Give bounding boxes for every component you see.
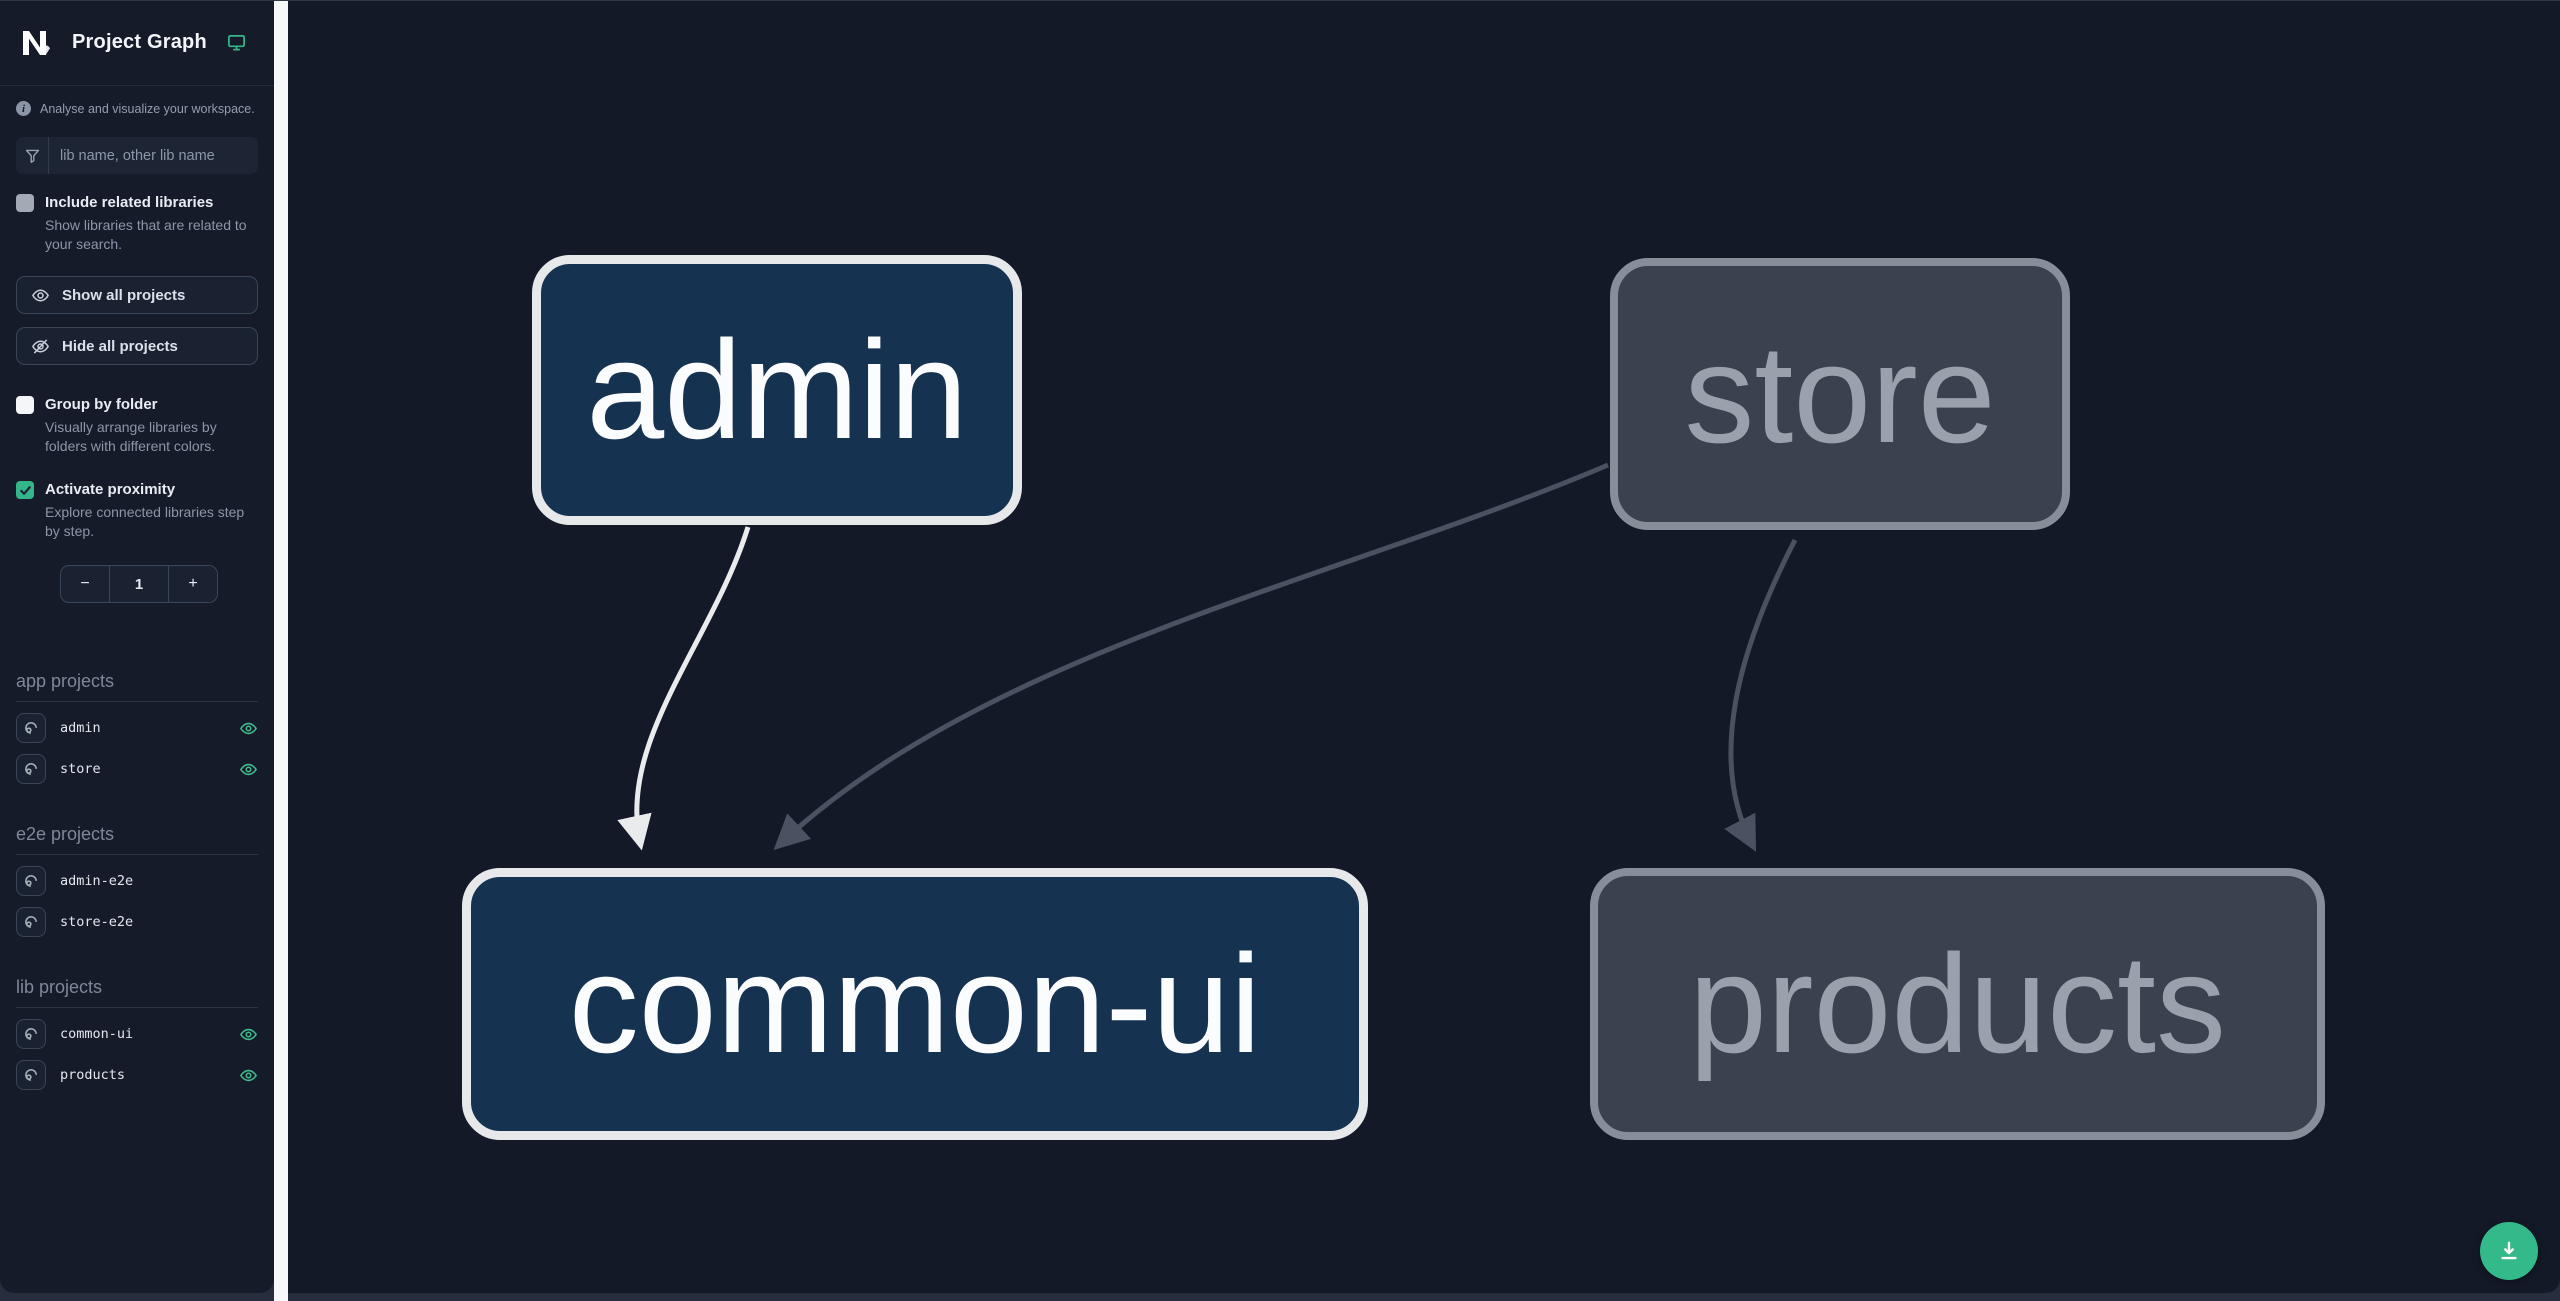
focus-project-button[interactable] xyxy=(16,866,46,896)
project-row-admin: admin xyxy=(16,713,258,743)
project-name: admin-e2e xyxy=(60,873,134,889)
graph-node-store[interactable]: store xyxy=(1610,258,2070,530)
visibility-eye-icon[interactable] xyxy=(239,719,258,738)
sidebar-canvas-divider[interactable] xyxy=(274,0,288,1301)
show-all-projects-button[interactable]: Show all projects xyxy=(16,276,258,314)
project-row-products: products xyxy=(16,1060,258,1090)
visibility-eye-icon[interactable] xyxy=(239,1025,258,1044)
activate-proximity-label: Activate proximity xyxy=(45,481,176,498)
project-name: store xyxy=(60,761,101,777)
focus-project-button[interactable] xyxy=(16,907,46,937)
eye-icon xyxy=(32,289,49,301)
visibility-eye-icon[interactable] xyxy=(239,1066,258,1085)
nx-logo-icon xyxy=(16,22,58,64)
group-by-folder-option: Group by folder Visually arrange librari… xyxy=(16,395,258,456)
proximity-stepper: − 1 + xyxy=(60,565,218,603)
filter-funnel-icon xyxy=(16,137,49,174)
download-image-button[interactable] xyxy=(2480,1222,2538,1280)
hide-all-projects-label: Hide all projects xyxy=(62,337,178,355)
include-related-checkbox[interactable] xyxy=(16,194,34,212)
monitor-icon xyxy=(227,33,246,52)
project-row-store: store xyxy=(16,754,258,784)
graph-canvas[interactable]: admin store common-ui products xyxy=(288,0,2560,1293)
focus-project-button[interactable] xyxy=(16,713,46,743)
focus-project-icon xyxy=(25,875,37,887)
node-label: products xyxy=(1689,925,2226,1082)
activate-proximity-checkbox[interactable] xyxy=(16,481,34,499)
project-row-common-ui: common-ui xyxy=(16,1019,258,1049)
graph-node-common-ui[interactable]: common-ui xyxy=(462,868,1368,1140)
section-header: app projects xyxy=(16,671,258,702)
sidebar-header: Project Graph xyxy=(0,0,274,86)
project-row-store-e2e: store-e2e xyxy=(16,907,258,937)
proximity-value: 1 xyxy=(109,566,169,602)
include-related-description: Show libraries that are related to your … xyxy=(45,217,247,252)
proximity-decrement-button[interactable]: − xyxy=(80,575,90,592)
group-by-folder-checkbox[interactable] xyxy=(16,396,34,414)
window-top-edge xyxy=(0,0,2560,1)
section-e2e-projects: e2e projects admin-e2e store-e2e xyxy=(16,824,258,937)
project-filter xyxy=(16,137,258,174)
visibility-eye-icon[interactable] xyxy=(239,760,258,779)
project-name: store-e2e xyxy=(60,914,134,930)
section-header: e2e projects xyxy=(16,824,258,855)
focus-project-button[interactable] xyxy=(16,1060,46,1090)
include-related-label: Include related libraries xyxy=(45,194,214,211)
info-icon: i xyxy=(16,101,31,116)
edge-store-products xyxy=(1724,538,1798,852)
workspace-tagline: i Analyse and visualize your workspace. xyxy=(16,101,258,116)
section-header: lib projects xyxy=(16,977,258,1008)
node-label: admin xyxy=(586,311,968,468)
eye-slash-icon xyxy=(32,338,49,354)
sidebar: Project Graph i Analyse and visualize yo… xyxy=(0,0,274,1293)
hide-all-projects-button[interactable]: Hide all projects xyxy=(16,327,258,365)
graph-node-products[interactable]: products xyxy=(1590,868,2325,1140)
proximity-increment-button[interactable]: + xyxy=(188,575,198,592)
download-icon xyxy=(2501,1241,2517,1260)
project-name: common-ui xyxy=(60,1026,134,1042)
group-by-folder-description: Visually arrange libraries by folders wi… xyxy=(45,419,217,454)
include-related-option: Include related libraries Show libraries… xyxy=(16,193,258,254)
project-name: admin xyxy=(60,720,101,736)
activate-proximity-description: Explore connected libraries step by step… xyxy=(45,504,245,539)
edge-store-common-ui xyxy=(773,462,1609,850)
graph-edges xyxy=(617,462,1798,852)
project-name: products xyxy=(60,1067,126,1083)
graph-node-admin[interactable]: admin xyxy=(532,255,1022,525)
focus-project-icon xyxy=(25,1069,37,1081)
checkmark-icon xyxy=(19,485,31,495)
app-title: Project Graph xyxy=(72,31,207,53)
focus-project-icon xyxy=(25,916,37,928)
focus-project-button[interactable] xyxy=(16,754,46,784)
show-all-projects-label: Show all projects xyxy=(62,286,186,304)
tagline-text: Analyse and visualize your workspace. xyxy=(40,101,255,116)
group-by-folder-label: Group by folder xyxy=(45,396,158,413)
focus-project-icon xyxy=(25,1028,37,1040)
node-label: common-ui xyxy=(568,925,1262,1082)
node-label: store xyxy=(1684,315,1996,472)
edge-admin-common-ui xyxy=(617,526,751,851)
activate-proximity-option: Activate proximity Explore connected lib… xyxy=(16,480,258,541)
focus-project-icon xyxy=(25,722,37,734)
focus-project-icon xyxy=(25,763,37,775)
section-app-projects: app projects admin xyxy=(16,671,258,784)
focus-project-button[interactable] xyxy=(16,1019,46,1049)
filter-projects-input[interactable] xyxy=(49,137,258,174)
section-lib-projects: lib projects common-ui xyxy=(16,977,258,1090)
project-row-admin-e2e: admin-e2e xyxy=(16,866,258,896)
